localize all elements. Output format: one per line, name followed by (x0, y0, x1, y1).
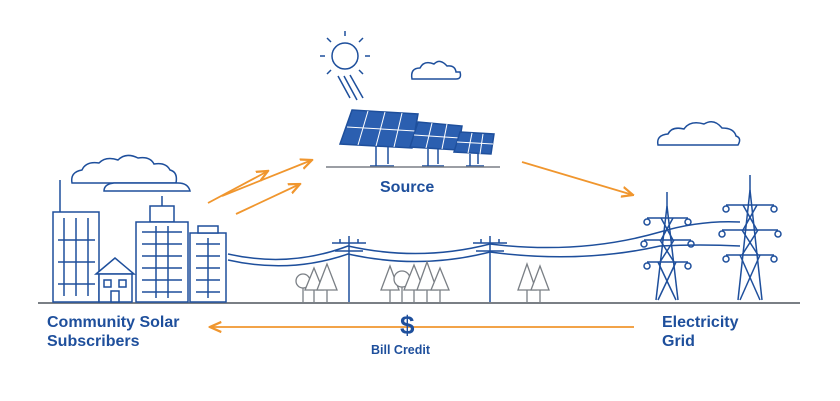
cloud-icon (70, 154, 191, 192)
pine-tree-icon (403, 260, 450, 302)
solar-panel-icon (453, 131, 495, 167)
arrow-icon (207, 160, 312, 215)
transmission-tower-icon (718, 175, 782, 301)
community-solar-subscribers-label: Community Solar Subscribers (47, 313, 179, 351)
source-label: Source (380, 179, 435, 196)
sun-icon (320, 31, 370, 101)
pine-tree-icon (517, 262, 550, 302)
grid-label-line-1: Electricity (662, 314, 739, 331)
house-icon (93, 257, 137, 303)
electricity-grid-label: Electricity Grid (662, 313, 738, 351)
utility-pole-icon (332, 236, 366, 302)
utility-pole-icon (473, 236, 507, 302)
arrow-icon (521, 161, 633, 195)
community-label-line-2: Subscribers (47, 333, 140, 351)
grid-label-line-2: Grid (662, 333, 695, 351)
transmission-tower-icon (640, 192, 695, 301)
bill-credit-label: Bill Credit (371, 343, 431, 357)
pine-tree-icon (304, 262, 338, 302)
solar-panel-icon (408, 121, 463, 167)
cloud-icon (656, 121, 741, 146)
community-label-line-1: Community Solar (47, 314, 180, 331)
cloud-icon (410, 60, 462, 80)
solar-panel-icon (338, 109, 419, 167)
dollar-icon: $ (400, 310, 415, 340)
office-building-icon (135, 196, 189, 303)
office-building-icon (52, 180, 100, 303)
office-building-icon (189, 225, 227, 303)
